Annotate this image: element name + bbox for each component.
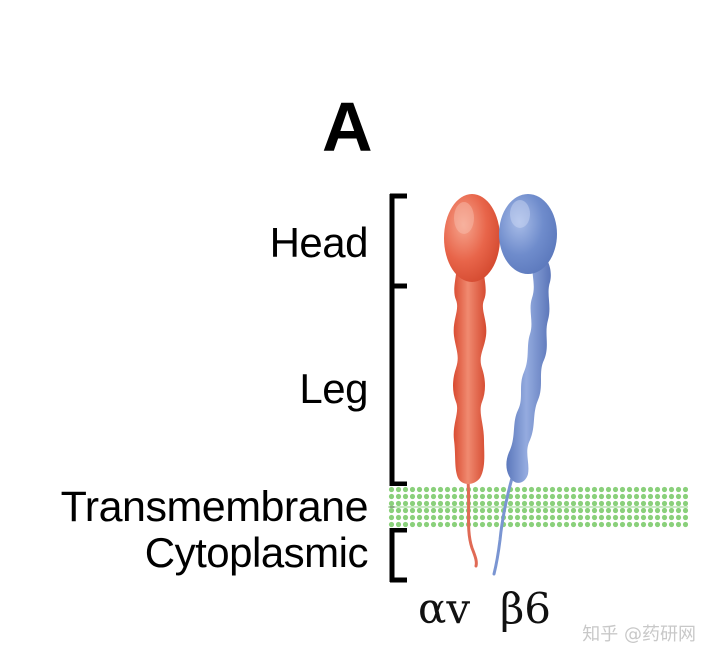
- label-transmembrane: Transmembrane: [60, 483, 369, 531]
- alpha-head: [444, 194, 500, 282]
- alpha-subunit: [444, 194, 500, 568]
- label-leg: Leg: [299, 365, 368, 412]
- label-beta-6: β6: [500, 584, 552, 633]
- beta-tail: [492, 476, 514, 576]
- label-alpha-v: αv: [418, 584, 471, 633]
- alpha-leg: [453, 258, 487, 484]
- cell-membrane: [388, 486, 688, 528]
- beta-head: [499, 194, 557, 274]
- beta-leg: [506, 262, 551, 483]
- label-head: Head: [269, 219, 369, 266]
- watermark: 知乎 @药研网: [582, 624, 696, 645]
- beta-subunit: [492, 194, 557, 576]
- label-cytoplasmic: Cytoplasmic: [144, 529, 369, 576]
- alpha-tail: [466, 478, 478, 568]
- panel-letter: A: [322, 88, 373, 166]
